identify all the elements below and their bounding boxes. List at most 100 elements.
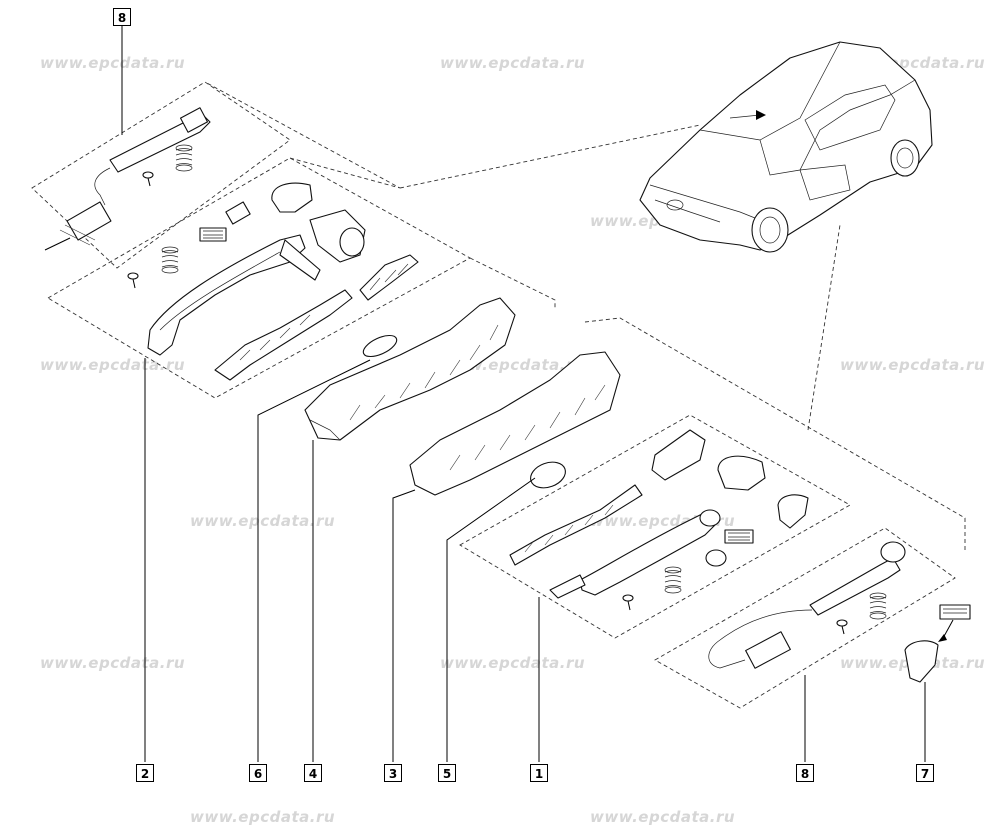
car-leader (807, 224, 841, 431)
label-tag-lines (728, 532, 750, 541)
car-front-wheel-hub (759, 216, 781, 244)
trim-plate (651, 429, 706, 481)
label-tag (724, 529, 754, 544)
antenna-head (880, 541, 906, 563)
connector-block (66, 201, 112, 241)
antenna-cable (708, 609, 813, 669)
handle-group-left (127, 182, 419, 381)
callout-3: 3 (384, 764, 402, 782)
car-arrow-head (756, 110, 766, 120)
connector-hatch (59, 224, 96, 246)
handle-arm (279, 239, 321, 281)
dashed-frames (31, 81, 966, 709)
callout-leaders (121, 26, 926, 762)
car-body (639, 41, 933, 251)
outer-handle-left (147, 234, 306, 356)
label-tag-lines (203, 230, 223, 239)
car-rear-wheel (890, 139, 920, 177)
handle-cap (271, 182, 313, 213)
screw (836, 619, 848, 635)
cover-cap (904, 640, 939, 683)
car-windshield-edge (699, 41, 841, 141)
gasket (530, 461, 566, 489)
watermark: www.epcdata.ru (440, 654, 586, 672)
callout-7: 7 (916, 764, 934, 782)
antenna-head (179, 107, 209, 133)
handle-key-hole (699, 509, 721, 527)
connector-wire (44, 237, 71, 251)
housing-4-ribs (349, 324, 499, 421)
screw (622, 594, 634, 611)
label-tag (939, 604, 971, 620)
watermark: www.epcdata.ru (40, 654, 186, 672)
grommet (705, 549, 727, 567)
end-cap (717, 455, 766, 491)
seal-pad (362, 334, 398, 358)
leader-5 (446, 477, 536, 762)
spring (664, 566, 682, 594)
handle-bracket-left (214, 289, 353, 381)
housing-4 (304, 297, 516, 441)
spring (161, 246, 179, 274)
spring (869, 592, 887, 620)
housing-3-ribs (449, 384, 606, 471)
end-cap-small (777, 494, 809, 529)
antenna-bar (809, 557, 901, 616)
frame-part-8-left (31, 81, 291, 269)
part-8-top-left (44, 107, 211, 251)
callout-2: 2 (136, 764, 154, 782)
watermark: www.epcdata.ru (440, 54, 586, 72)
label-arrow-head (938, 634, 947, 642)
housing-4-end (309, 419, 341, 441)
label-tag (199, 227, 227, 242)
connector-block (745, 631, 791, 669)
handle-clip (225, 201, 251, 225)
callout-1: 1 (530, 764, 548, 782)
bracket-right-hatch (524, 504, 614, 553)
car-rear-wheel-hub (896, 147, 914, 169)
car-grille (654, 199, 721, 223)
label-tag-lines (943, 608, 967, 614)
callout-4: 4 (304, 764, 322, 782)
callout-8-bottom: 8 (796, 764, 814, 782)
handle-group-right (509, 429, 809, 611)
handle-lever (549, 574, 586, 599)
car-front-wheel (751, 207, 789, 253)
car-badge (666, 199, 684, 211)
handle-bracket-right (509, 484, 643, 566)
car-mirror-arrow (729, 114, 761, 119)
part-8-bottom-right (708, 541, 906, 669)
frame-outer (584, 317, 966, 552)
bracket-hatch (239, 314, 311, 361)
car-hood-line (649, 184, 761, 221)
housing-3-body (409, 351, 621, 496)
watermark: www.epcdata.ru (40, 54, 186, 72)
watermark: www.epcdata.ru (190, 512, 336, 530)
outer-handle-left-edge (159, 251, 281, 331)
screw (127, 272, 139, 289)
callout-6: 6 (249, 764, 267, 782)
frame-handle-right (459, 414, 851, 639)
housing-3 (409, 351, 621, 496)
housing-4-body (304, 297, 516, 441)
leader-6 (257, 359, 371, 762)
car-side-window-line (759, 79, 916, 176)
frame-link (469, 257, 556, 308)
car-illustration (639, 41, 933, 253)
callout-5: 5 (438, 764, 456, 782)
car-door (799, 164, 851, 201)
trim-hatch (369, 263, 409, 291)
car-side-windows (804, 84, 896, 151)
frame-part-8-right (654, 527, 956, 709)
lock-cylinder-face (339, 227, 365, 257)
outer-handle-right (579, 509, 721, 596)
part-7 (904, 604, 971, 683)
car-leader (399, 124, 701, 189)
frame-link (204, 81, 401, 189)
watermark: www.epcdata.ru (40, 356, 186, 374)
callout-8-top: 8 (113, 8, 131, 26)
spring (175, 144, 193, 172)
screw (142, 171, 154, 187)
